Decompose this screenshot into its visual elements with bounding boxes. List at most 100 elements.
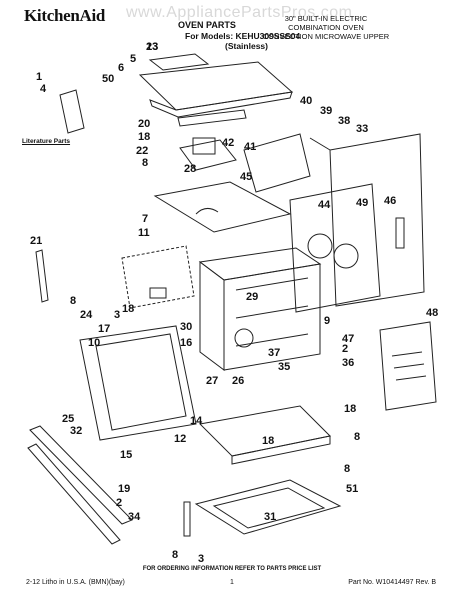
desc-line-3: CONVECTION MICROWAVE UPPER	[262, 32, 390, 41]
callout-16: 16	[180, 337, 192, 349]
vent-trim	[177, 109, 247, 127]
top-panel-edge	[149, 91, 293, 118]
callout-18: 18	[262, 435, 274, 447]
callout-11: 11	[138, 227, 150, 239]
callout-8: 8	[172, 549, 178, 561]
product-description: 30" BUILT-IN ELECTRIC COMBINATION OVEN C…	[236, 14, 416, 41]
callout-49: 49	[356, 197, 368, 209]
side-wrapper	[329, 133, 425, 307]
page-title: OVEN PARTS	[178, 20, 236, 30]
callout-3: 3	[198, 553, 204, 565]
callout-18: 18	[344, 403, 356, 415]
magnetron-assembly	[179, 139, 237, 171]
desc-line-1: 30" BUILT-IN ELECTRIC	[284, 14, 368, 23]
cavity-rail-2	[235, 305, 309, 319]
desc-line-2: COMBINATION OVEN	[288, 23, 364, 32]
callout-9: 9	[324, 315, 330, 327]
callout-44: 44	[318, 199, 331, 211]
mount-bracket	[183, 501, 191, 537]
callout-37: 37	[268, 347, 280, 359]
door-trim-upper	[29, 425, 133, 525]
convection-opening-left	[307, 233, 333, 259]
callout-24: 24	[80, 309, 93, 321]
callout-3: 3	[114, 309, 120, 321]
callout-39: 39	[320, 105, 332, 117]
callout-22: 22	[136, 145, 148, 157]
callout-47: 47	[342, 333, 354, 345]
callout-41: 41	[244, 141, 256, 153]
callout-8: 8	[354, 431, 360, 443]
callout-8: 8	[70, 295, 76, 307]
callout-7: 7	[142, 213, 148, 225]
door-frame-inner	[95, 333, 187, 431]
callout-6: 6	[118, 62, 124, 74]
callout-12: 12	[174, 433, 186, 445]
callout-40: 40	[300, 95, 312, 107]
callout-27: 27	[206, 375, 218, 387]
cavity-rail-1	[235, 277, 309, 291]
wrapper-fold	[309, 137, 331, 151]
callout-5: 5	[130, 53, 136, 65]
watermark: www.AppliancePartsPros.com	[126, 4, 353, 21]
callout-2: 2	[342, 343, 348, 355]
literature-parts-label: Literature Parts	[22, 138, 71, 145]
model-info: For Models: KEHU309SSS04 (Stainless)	[185, 31, 300, 51]
callout-45: 45	[240, 171, 252, 183]
callout-4: 4	[40, 83, 47, 95]
callout-31: 31	[264, 511, 276, 523]
vent-slot-1	[391, 351, 423, 357]
lower-pan-inner	[212, 487, 326, 529]
callout-1: 1	[36, 71, 42, 83]
duct-panel	[243, 133, 311, 193]
callout-28: 28	[184, 163, 196, 175]
callout-10: 10	[88, 337, 100, 349]
callout-14: 14	[190, 415, 203, 427]
part-number: Part No. W10414497 Rev. B	[348, 579, 436, 586]
callout-25: 25	[62, 413, 74, 425]
callout-18: 18	[138, 131, 150, 143]
callout-48: 48	[426, 307, 438, 319]
right-side-panel	[379, 321, 437, 411]
callout-42: 42	[222, 137, 234, 149]
callout-2: 2	[116, 497, 122, 509]
callout-20: 20	[138, 118, 150, 130]
callout-29: 29	[246, 291, 258, 303]
callout-33: 33	[356, 123, 368, 135]
callout-23: 23	[146, 41, 158, 53]
convection-motor	[234, 328, 254, 348]
callout-19: 19	[118, 483, 130, 495]
callout-15: 15	[120, 449, 132, 461]
door-trim-lower	[27, 443, 121, 545]
callout-8: 8	[344, 463, 350, 475]
harness-group	[121, 245, 195, 309]
callout-8: 8	[142, 157, 148, 169]
cavity-front	[223, 263, 321, 371]
sensor-bracket	[395, 217, 405, 249]
door-frame	[79, 325, 197, 441]
callout-36: 36	[342, 357, 354, 369]
vent-slot-2	[393, 363, 425, 369]
page-number: 1	[230, 579, 234, 586]
model-number: For Models: KEHU309SSS04	[185, 31, 301, 41]
callout-35: 35	[278, 361, 290, 373]
cavity-rail-3	[235, 333, 309, 347]
callout-30: 30	[180, 321, 192, 333]
top-bracket	[148, 53, 210, 71]
bottom-tray-edge	[231, 435, 331, 465]
callout-46: 46	[384, 195, 396, 207]
callout-13: 13	[146, 41, 158, 53]
bottom-tray-top	[198, 405, 332, 457]
harness-label	[149, 287, 167, 299]
callout-51: 51	[346, 483, 358, 495]
convection-opening-right	[333, 243, 359, 269]
fan-opening	[195, 208, 219, 215]
lower-pan	[194, 479, 342, 535]
callout-50: 50	[102, 73, 114, 85]
litho-note: 2-12 Litho in U.S.A. (BMN)(bay)	[26, 579, 125, 586]
ordering-note: FOR ORDERING INFORMATION REFER TO PARTS …	[142, 566, 322, 572]
cavity-left	[199, 261, 225, 371]
side-trim	[35, 249, 49, 303]
